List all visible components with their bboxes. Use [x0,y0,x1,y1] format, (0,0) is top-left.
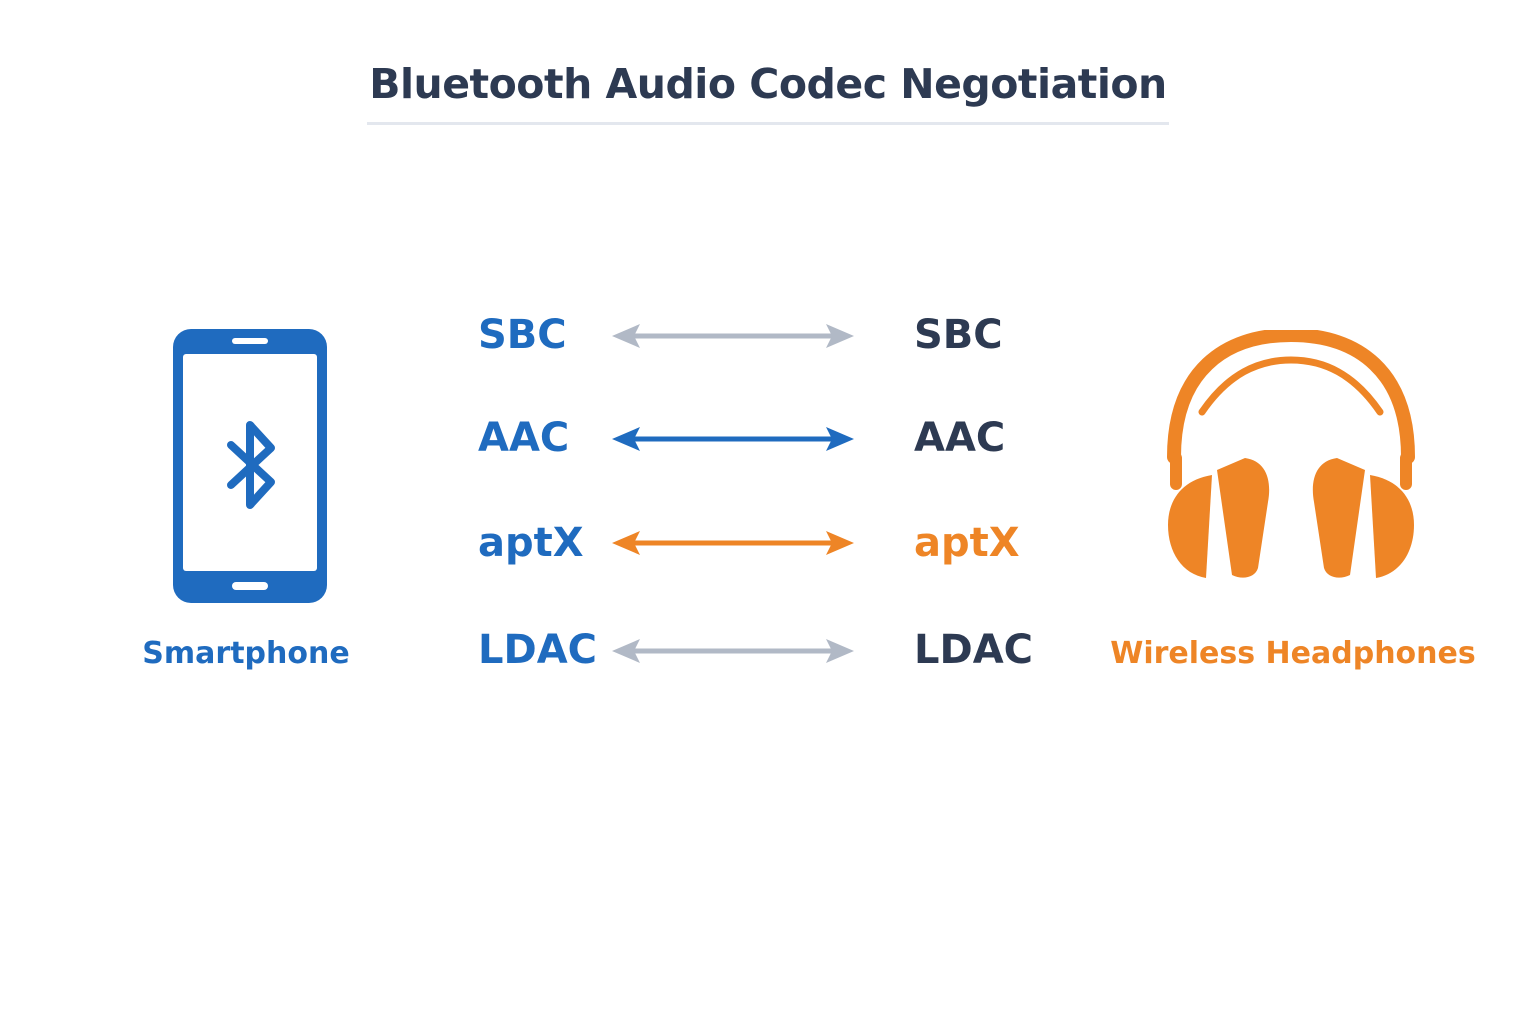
arrow-head-left [612,324,640,348]
source-codec-ldac: LDAC [478,627,598,673]
arrow-head-left [612,427,640,451]
sink-codec-aac: AAC [914,415,1006,461]
arrow-head-right [826,531,854,555]
smartphone-label: Smartphone [142,636,350,671]
wireless-headphones [1160,327,1422,586]
arrow-head-right [826,324,854,348]
link-arrow-ldac [612,639,854,663]
source-codec-aac: AAC [478,415,570,461]
smartphone-bluetooth-icon [173,329,327,603]
headphones-label: Wireless Headphones [1110,636,1476,671]
source-codec-sbc: SBC [478,312,567,358]
smartphone [173,329,327,607]
link-arrow-aptx [612,531,854,555]
sink-codec-sbc: SBC [914,312,1003,358]
arrow-head-left [612,531,640,555]
arrow-head-left [612,639,640,663]
headphones-icon [1167,327,1415,578]
link-arrow-sbc [612,324,854,348]
link-arrow-aac [612,427,854,451]
source-codec-aptx: aptX [478,520,584,566]
arrow-head-right [826,427,854,451]
sink-codec-aptx: aptX [914,520,1020,566]
arrow-head-right [826,639,854,663]
title-container: Bluetooth Audio Codec Negotiation [0,60,1536,125]
sink-codec-ldac: LDAC [914,627,1034,673]
page-title: Bluetooth Audio Codec Negotiation [367,60,1169,125]
